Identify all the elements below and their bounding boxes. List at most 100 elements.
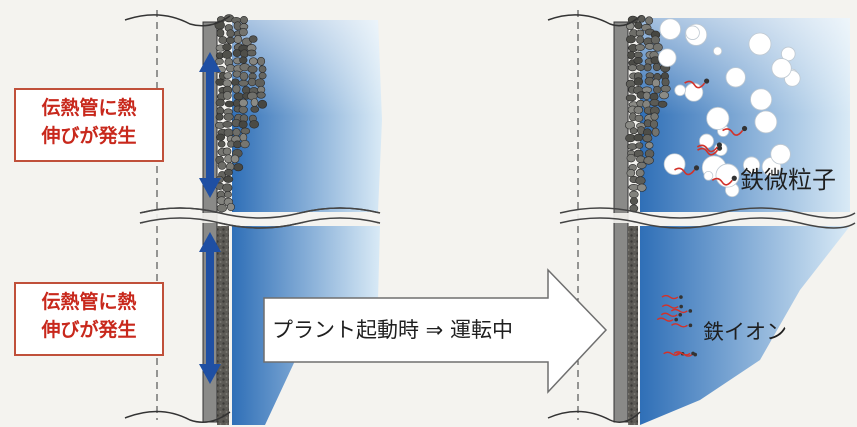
deposit-pebble: [643, 156, 654, 165]
deposit-pebble: [216, 204, 227, 213]
deposit-pebble: [258, 72, 267, 80]
thermal-expansion-label-top: 伝熱管に熱 伸びが発生: [14, 88, 164, 162]
deposit-pebble: [657, 100, 668, 108]
deposit-pebble: [215, 98, 225, 107]
particle-bubble: [703, 171, 714, 181]
deposit-pebble: [226, 202, 235, 212]
deposit-pebble: [238, 120, 248, 129]
ion-trail: [671, 323, 688, 328]
deposit-pebble: [633, 106, 644, 114]
deposit-pebble: [636, 35, 645, 44]
deposit-pebble: [239, 56, 248, 64]
deposit-pebble: [626, 35, 636, 44]
deposit-pebble: [232, 84, 241, 94]
label-line-2: 伸びが発生: [41, 319, 137, 341]
deposit-pebble: [222, 43, 232, 51]
iron-ion: [678, 312, 683, 317]
iron-particles-label: 鉄微粒子: [740, 166, 836, 194]
deposit-pebble: [238, 105, 248, 114]
deposit-pebble: [633, 133, 644, 142]
iron-particle: [741, 125, 748, 132]
deposit-pebble: [240, 139, 250, 149]
deposit-pebble: [258, 65, 267, 73]
deposit-pebble: [222, 120, 233, 128]
deposit-pebble: [222, 183, 233, 193]
particle-bubble: [770, 144, 791, 165]
ion-trail: [663, 351, 681, 356]
ion-trail: [670, 308, 688, 314]
iron-ion: [679, 304, 683, 309]
transition-arrow: [263, 268, 608, 394]
deposit-pebble: [239, 71, 249, 81]
deposit-pebble: [224, 100, 234, 108]
deposit-pebble: [633, 57, 643, 65]
label-line-2: 伸びが発生: [41, 125, 137, 147]
deposit-pebble: [642, 134, 653, 143]
deposit-pebble: [238, 98, 248, 108]
deposit-pebble: [246, 49, 257, 57]
ion-trail: [673, 351, 691, 356]
iron-ion-marks: [656, 294, 698, 357]
deposit-pebble: [215, 133, 226, 141]
iron-ion: [688, 309, 693, 313]
deposit-pebble: [650, 35, 660, 45]
deposit-pebble: [249, 120, 259, 129]
deposit-pebble: [635, 29, 645, 37]
deposit-pebble: [645, 16, 654, 25]
particle-trail: [711, 177, 733, 186]
deposit-pebble: [625, 94, 637, 102]
deposit-pebble: [635, 142, 644, 149]
deposit-pebble: [629, 197, 639, 205]
particle-bubble: [771, 58, 792, 79]
deposit-pebble: [635, 176, 646, 185]
deposit-pebble: [250, 105, 260, 113]
deposit-pebble: [650, 119, 659, 129]
deposit-pebble: [225, 36, 235, 44]
particle-bubble: [685, 25, 700, 40]
deposit-pebble: [232, 128, 241, 137]
deposit-pebble: [257, 99, 268, 109]
deposit-pebble: [218, 36, 228, 44]
tube-end-curl-right-bottom: [547, 410, 641, 423]
deposit-pebble: [651, 78, 661, 88]
deposit-pebble: [215, 113, 224, 121]
deposit-pebble: [216, 28, 225, 38]
iron-ions-label: 鉄イオン: [703, 320, 787, 344]
deposit-pebble: [628, 64, 638, 72]
particle-bubble: [658, 48, 677, 67]
deposit-pebble: [226, 29, 235, 38]
particle-trail: [697, 147, 719, 156]
particle-bubble: [754, 110, 778, 134]
deposit-pebble: [231, 78, 240, 86]
deposit-pebble: [254, 78, 266, 88]
break-line-right: [559, 207, 856, 219]
deposit-pebble: [652, 43, 663, 52]
iron-ion: [679, 295, 683, 299]
particle-bubble: [706, 106, 730, 130]
water-right-lower: [640, 226, 850, 425]
deposit-pebble: [222, 147, 232, 156]
particle-bubble: [742, 156, 761, 174]
thermal-expansion-label-bottom: 伝熱管に熱 伸びが発生: [14, 282, 164, 356]
deposit-pebble: [233, 92, 244, 101]
deposit-pebble: [233, 140, 242, 149]
deposit-pebble: [215, 58, 224, 65]
deposit-pebble: [637, 183, 647, 192]
deposit-pebble: [232, 49, 242, 58]
deposit-pebble: [238, 28, 248, 37]
tube-end-curl-left-bottom: [124, 410, 231, 423]
thin-deposit-left: [217, 226, 229, 425]
deposit-pebble: [230, 154, 240, 164]
deposit-pebble: [635, 168, 645, 178]
deposit-pebble: [659, 91, 669, 100]
deposit-pebble: [239, 16, 248, 24]
label-line-1: 伝熱管に熱: [41, 291, 137, 313]
particle-bubble: [684, 82, 704, 102]
deposit-pebble: [248, 35, 258, 43]
particle-bubble: [725, 67, 746, 88]
label-line-1: 伝熱管に熱: [41, 97, 137, 119]
deposit-pebble: [240, 127, 251, 135]
deposit-pebble: [627, 50, 635, 60]
deposit-pebble: [643, 63, 652, 72]
